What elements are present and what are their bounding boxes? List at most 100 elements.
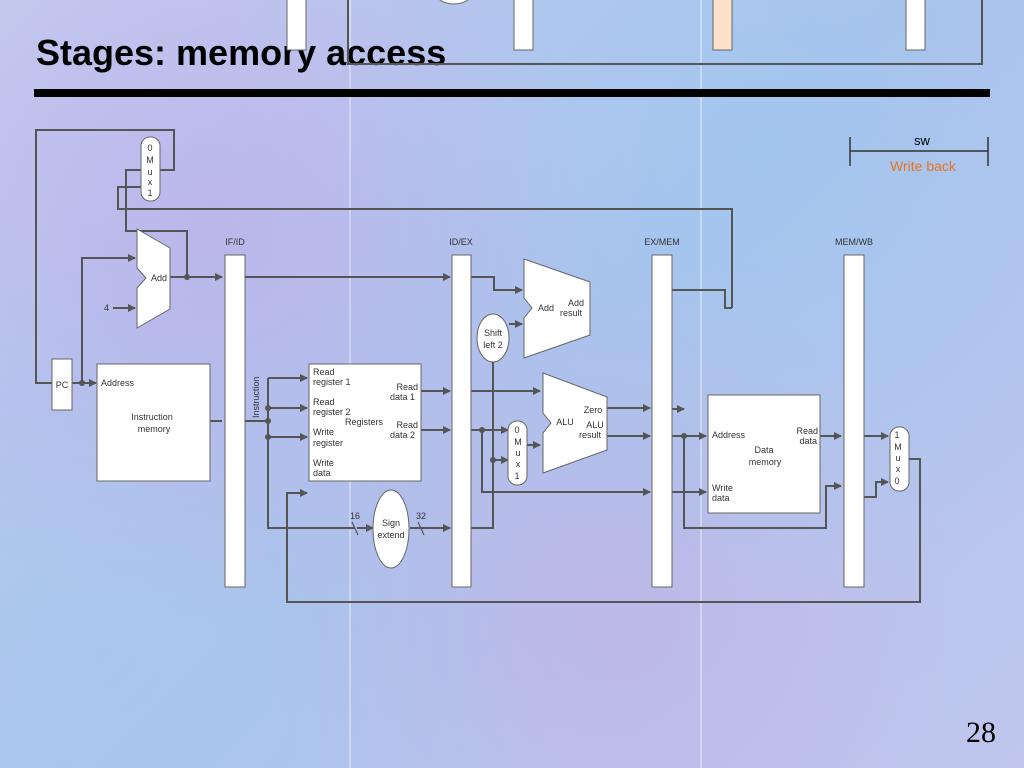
mux-wb-l1: M: [894, 442, 902, 452]
top-pipeline-register-4: [905, 0, 926, 51]
alu-result-b: result: [579, 430, 602, 440]
mux-alu-l0: 0: [514, 425, 519, 435]
reg-write-data-a: Write: [313, 458, 334, 468]
shift-left-line2: left 2: [483, 340, 503, 350]
reg-write-reg-b: register: [313, 438, 343, 448]
dmem-name-a: Data: [754, 445, 773, 455]
dmem-write-b: data: [712, 493, 730, 503]
sign-extend-in-bits: 16: [350, 511, 360, 521]
junction-instruction: [265, 418, 271, 424]
mux-wb: 1 M u x 0: [889, 426, 910, 492]
wire-write-back: [286, 458, 921, 603]
imem-address-label: Address: [101, 378, 135, 388]
reg-write-data-b: data: [313, 468, 331, 478]
wire-add-to-mux: [125, 169, 188, 277]
junction-write-reg: [265, 434, 271, 440]
mux-alu-l1: M: [514, 437, 522, 447]
wire-instruction-bus: [267, 378, 355, 529]
reg-read-data2-b: data 2: [390, 430, 415, 440]
sign-extend-line2: extend: [377, 530, 404, 540]
exmem-register: [651, 254, 673, 588]
top-pipeline-register-2: [513, 0, 534, 51]
junction-alu-result: [681, 433, 687, 439]
mux-alu-shape: [507, 420, 528, 486]
pc-box: [51, 358, 73, 411]
memwb-register: [843, 254, 865, 588]
instruction-memory: Address Instruction memory: [96, 363, 211, 482]
reg-name: Registers: [345, 417, 384, 427]
reg-read-reg2-b: register 2: [313, 407, 351, 417]
data-memory: Address Read data Write data Data memory: [707, 394, 821, 514]
alu-label: ALU: [556, 417, 574, 427]
dmem-name-b: memory: [749, 457, 782, 467]
shift-left-shape: [476, 313, 510, 363]
legend-stage: Write back: [890, 158, 957, 174]
wire-branch-target-to-mux: [117, 186, 733, 308]
slide-title: Stages: memory access: [36, 32, 447, 73]
mux-pc-l0: 0: [147, 143, 152, 153]
mux-alu: 0 M u x 1: [507, 420, 528, 486]
mux-alu-l4: 1: [514, 471, 519, 481]
wire-pc-to-add: [81, 254, 136, 383]
branch-adder-result-a: Add: [568, 298, 584, 308]
idex-register: [451, 254, 472, 588]
dmem-write-a: Write: [712, 483, 733, 493]
dmem-box: [707, 394, 821, 514]
mux-pc-l2: u: [147, 167, 152, 177]
shift-left-line1: Shift: [484, 328, 503, 338]
idex-label: ID/EX: [449, 237, 473, 247]
alu: ALU Zero ALU result: [542, 372, 608, 474]
sign-extend-out-slash: [417, 521, 425, 536]
shift-left-unit: Shift left 2: [476, 313, 510, 363]
mux-pc-shape: [140, 136, 161, 202]
sign-extend-line1: Sign: [382, 518, 400, 528]
exmem-label: EX/MEM: [644, 237, 680, 247]
mux-wb-shape: [889, 426, 910, 492]
mux-wb-l2: u: [895, 453, 900, 463]
junction-imm: [490, 457, 496, 463]
reg-read-reg1-b: register 1: [313, 377, 351, 387]
top-pipeline-register-1: [286, 0, 307, 51]
mux-wb-l3: x: [896, 464, 901, 474]
wire-idex-pc-to-add: [471, 276, 523, 294]
sign-extend-out-bits: 32: [416, 511, 426, 521]
top-partial-figure: extend: [286, 0, 983, 65]
top-pipeline-register-3: [712, 0, 733, 51]
title-underline: [34, 89, 990, 97]
legend-instruction: sw: [914, 133, 931, 148]
mux-wb-l4: 0: [894, 476, 899, 486]
page-number: 28: [966, 716, 996, 749]
ifid-register: [224, 254, 246, 588]
wire-mux-to-pc: [35, 129, 175, 384]
mux-wb-l0: 1: [894, 430, 899, 440]
mux-pc-l1: M: [146, 155, 154, 165]
imem-name-1: Instruction: [131, 412, 173, 422]
branch-adder-result-b: result: [560, 308, 583, 318]
wire-memwb-to-mux-alu: [864, 478, 889, 498]
dmem-address-label: Address: [712, 430, 746, 440]
mux-alu-l3: x: [516, 459, 521, 469]
pc-adder: Add: [136, 228, 171, 329]
register-file: Read register 1 Read register 2 Write re…: [308, 363, 422, 482]
wire-exmem-to-branch: [672, 289, 732, 309]
junction-add: [184, 274, 190, 280]
branch-adder: Add Add result: [523, 258, 591, 359]
register-file-box: [308, 363, 422, 482]
reg-read-data1-b: data 1: [390, 392, 415, 402]
branch-adder-shape: [523, 258, 591, 359]
wire-alu-result-to-memwb: [683, 436, 842, 529]
program-counter: PC: [51, 358, 73, 411]
junction-read-data2: [479, 427, 485, 433]
dmem-read-a: Read: [796, 426, 818, 436]
top-sign-extend: [439, 0, 469, 5]
pc-label: PC: [56, 380, 69, 390]
reg-read-data1-a: Read: [396, 382, 418, 392]
reg-write-reg-a: Write: [313, 427, 334, 437]
sign-extend-in-slash: [351, 521, 359, 536]
imem-name-2: memory: [138, 424, 171, 434]
top-sign-extend-label: extend: [442, 0, 466, 2]
pc-adder-label: Add: [151, 273, 167, 283]
mux-pc: 0 M u x 1: [140, 136, 161, 202]
memwb-label: MEM/WB: [835, 237, 873, 247]
instruction-bus-label: Instruction: [251, 376, 261, 418]
